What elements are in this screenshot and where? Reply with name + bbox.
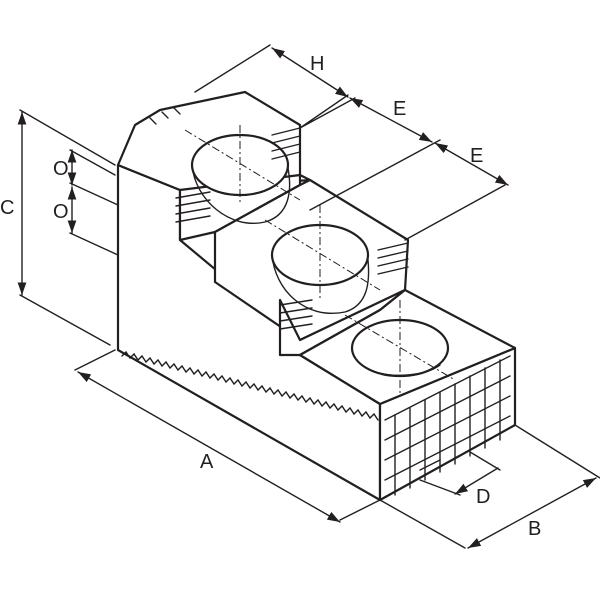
label-H: H — [310, 53, 324, 75]
dim-E2 — [434, 142, 509, 186]
dim-E1 — [349, 97, 433, 143]
label-O1: O — [53, 158, 69, 180]
label-D: D — [476, 486, 490, 508]
label-E1: E — [393, 98, 406, 120]
label-O2: O — [53, 201, 69, 223]
label-C: C — [0, 197, 14, 219]
dim-D — [454, 467, 499, 495]
label-A: A — [200, 451, 214, 473]
bore-2-cut — [271, 254, 370, 314]
label-B: B — [528, 518, 541, 540]
dimensions: H E E C O O A D B — [0, 44, 600, 549]
bore-1-cut — [191, 164, 291, 224]
dim-A — [77, 371, 341, 523]
bore-3-cut — [374, 364, 441, 376]
center-lines — [184, 125, 456, 395]
dim-B — [467, 477, 597, 549]
label-E2: E — [470, 145, 483, 167]
dim-H — [271, 47, 349, 98]
